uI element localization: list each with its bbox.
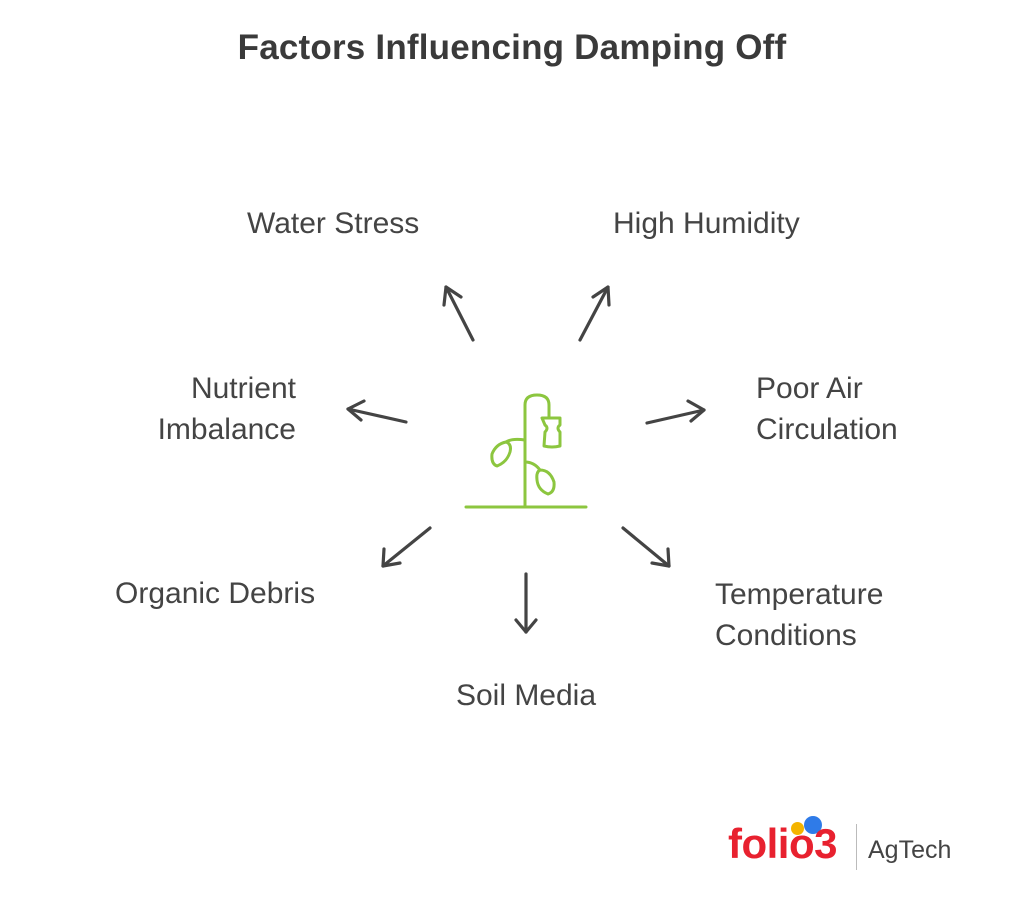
factor-label: High Humidity [613, 207, 800, 240]
arrow-water-stress [442, 285, 475, 342]
wilting-plant-icon [464, 393, 588, 509]
factor-nutrient-imbalance: Nutrient Imbalance [158, 368, 296, 450]
factor-label: Organic Debris [115, 577, 316, 610]
arrow-poor-air-circulation [645, 399, 706, 425]
folio3-agtech-logo: folio3 AgTech [728, 812, 968, 882]
logo-yellow-dot [791, 822, 804, 835]
factor-label-line: Temperature [715, 578, 884, 611]
factor-label-line: Nutrient [190, 372, 296, 405]
factor-label-line: Poor Air [756, 372, 863, 405]
factor-poor-air-circulation: Poor Air Circulation [756, 368, 898, 450]
factor-organic-debris: Organic Debris [115, 573, 315, 614]
arrow-soil-media [514, 572, 538, 634]
factor-label-line: Imbalance [157, 413, 296, 446]
logo-divider [856, 824, 857, 870]
factor-label: Soil Media [455, 679, 597, 712]
arrow-organic-debris [381, 526, 432, 568]
logo-blue-dot [804, 816, 822, 834]
factor-high-humidity: High Humidity [613, 203, 800, 244]
page-title: Factors Influencing Damping Off [237, 28, 787, 67]
arrow-temperature-conditions [621, 526, 671, 568]
factor-temperature-conditions: Temperature Conditions [715, 574, 883, 656]
factor-water-stress: Water Stress [247, 203, 419, 244]
factor-label-line: Conditions [715, 619, 857, 652]
factor-label-line: Circulation [756, 413, 898, 446]
factor-label: Water Stress [247, 207, 420, 240]
logo-wordmark: folio3 [728, 820, 838, 867]
factor-soil-media: Soil Media [0, 675, 1024, 716]
logo-subtitle: AgTech [868, 836, 952, 864]
arrow-high-humidity [578, 285, 611, 342]
arrow-nutrient-imbalance [346, 399, 408, 424]
